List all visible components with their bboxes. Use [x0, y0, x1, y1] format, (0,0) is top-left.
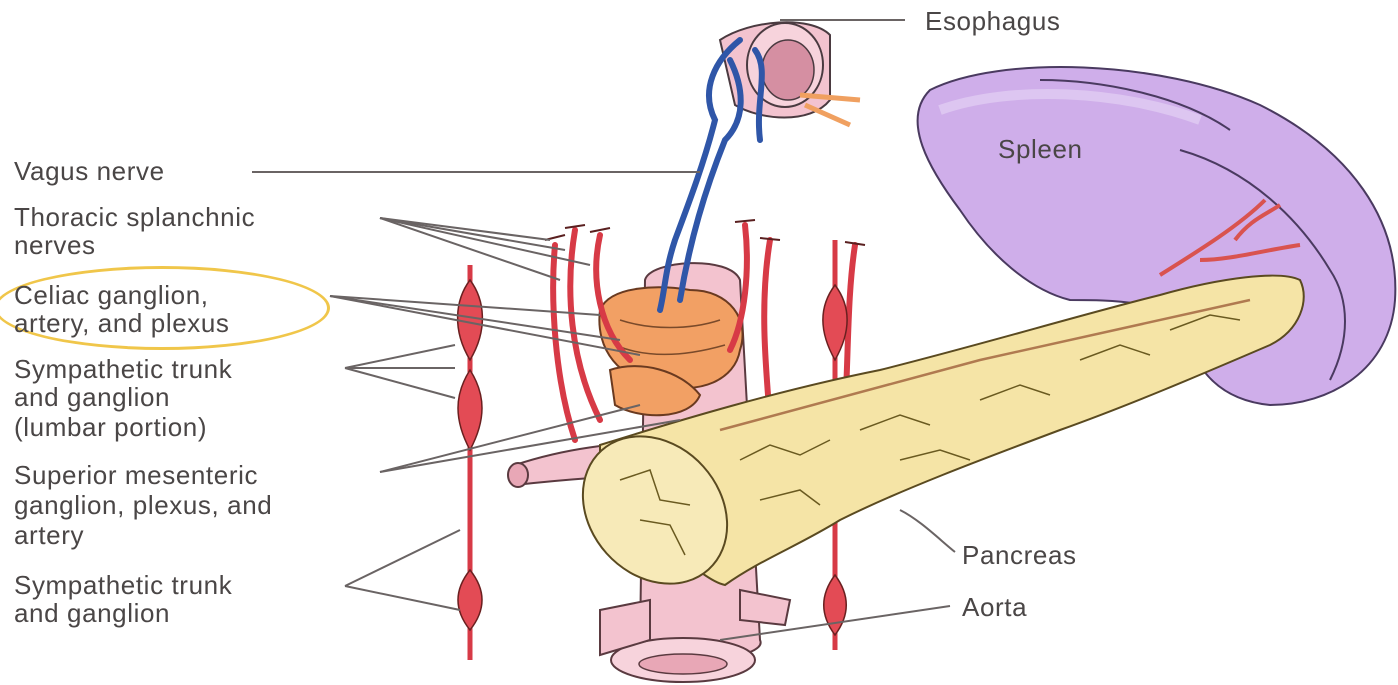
label-aorta: Aorta	[962, 592, 1027, 622]
label-celiac-2: artery, and plexus	[14, 308, 230, 338]
label-thoracic-splanchnic-1: Thoracic splanchnic	[14, 202, 255, 232]
label-thoracic-splanchnic-2: nerves	[14, 230, 96, 260]
label-sympathetic-lumbar-2: and ganglion	[14, 382, 170, 412]
label-pancreas: Pancreas	[962, 540, 1077, 570]
label-sympathetic-lumbar-3: (lumbar portion)	[14, 412, 207, 442]
label-spleen: Spleen	[998, 134, 1083, 164]
label-sympathetic-lumbar-1: Sympathetic trunk	[14, 354, 232, 384]
label-vagus-nerve: Vagus nerve	[14, 156, 165, 186]
label-sympathetic-trunk-1: Sympathetic trunk	[14, 570, 232, 600]
label-superior-mesenteric-2: ganglion, plexus, and	[14, 490, 272, 520]
label-superior-mesenteric-3: artery	[14, 520, 84, 550]
label-esophagus: Esophagus	[925, 6, 1061, 36]
label-sympathetic-trunk-2: and ganglion	[14, 598, 170, 628]
label-celiac-1: Celiac ganglion,	[14, 280, 209, 310]
label-superior-mesenteric-1: Superior mesenteric	[14, 460, 258, 490]
